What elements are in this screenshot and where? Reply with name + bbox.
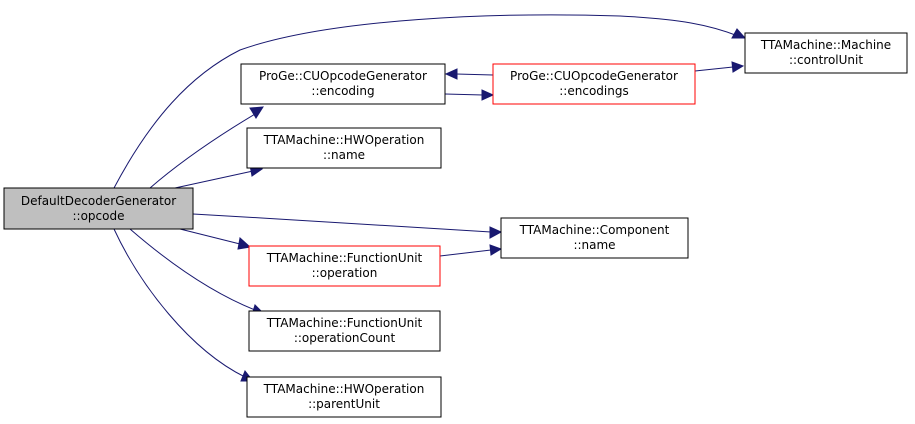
node-label-line1: ProGe::CUOpcodeGenerator [510, 69, 678, 83]
node-label-line1: TTAMachine::HWOperation [263, 382, 425, 396]
node-cu-opcode-generator-encoding[interactable]: ProGe::CUOpcodeGenerator ::encoding [240, 63, 446, 105]
edge-opcode-to-controlunit [113, 14, 739, 189]
node-box [492, 63, 696, 105]
node-label-line2: ::operationCount [294, 331, 396, 345]
node-box [248, 310, 441, 352]
arrowhead [731, 28, 747, 39]
node-box [500, 217, 689, 259]
node-box [246, 127, 442, 169]
node-cu-opcode-generator-encodings[interactable]: ProGe::CUOpcodeGenerator ::encodings [492, 63, 696, 105]
arrowhead [444, 68, 458, 80]
node-label-line2: ::operation [312, 266, 378, 280]
nodes: DefaultDecoderGenerator ::opcode ProGe::… [3, 32, 908, 418]
node-hw-operation-parent-unit[interactable]: TTAMachine::HWOperation ::parentUnit [246, 376, 442, 418]
node-label-line2: ::controlUnit [789, 53, 863, 67]
edge-operation-to-component-name [439, 249, 492, 257]
edge-opcode-to-functionunit-operation [179, 228, 241, 245]
node-label-line2: ::name [323, 148, 365, 162]
edge-encodings-to-encoding [455, 73, 494, 76]
node-function-unit-operation[interactable]: TTAMachine::FunctionUnit ::operation [248, 245, 441, 287]
node-label-line2: ::encoding [311, 84, 374, 98]
arrowhead [731, 61, 745, 73]
edge-encodings-to-controlunit [694, 66, 734, 72]
node-label-line1: TTAMachine::FunctionUnit [266, 316, 423, 330]
edge-opcode-to-encoding [149, 113, 256, 189]
node-label-line1: ProGe::CUOpcodeGenerator [259, 69, 427, 83]
node-label-line2: ::opcode [73, 209, 125, 223]
edge-opcode-to-component-name [192, 213, 492, 233]
node-box [246, 376, 442, 418]
arrowhead [237, 237, 252, 250]
arrowhead [249, 106, 264, 119]
arrowhead [481, 89, 495, 101]
node-label-line2: ::encodings [559, 84, 628, 98]
node-machine-control-unit[interactable]: TTAMachine::Machine ::controlUnit [744, 32, 908, 74]
node-label-line1: TTAMachine::Component [519, 223, 670, 237]
node-box [248, 245, 441, 287]
node-function-unit-operation-count[interactable]: TTAMachine::FunctionUnit ::operationCoun… [248, 310, 441, 352]
edge-opcode-to-parentunit [113, 228, 246, 378]
edge-opcode-to-operationcount [129, 228, 256, 311]
node-box [240, 63, 446, 105]
node-label-line1: TTAMachine::HWOperation [263, 133, 425, 147]
arrowhead [489, 226, 503, 239]
node-box [744, 32, 908, 74]
node-component-name[interactable]: TTAMachine::Component ::name [500, 217, 689, 259]
node-default-decoder-generator-opcode[interactable]: DefaultDecoderGenerator ::opcode [3, 187, 194, 230]
edge-opcode-to-hwoperation-name [174, 170, 254, 189]
node-label-line1: DefaultDecoderGenerator [21, 194, 176, 208]
node-label-line2: ::parentUnit [308, 397, 380, 411]
edge-encoding-to-encodings [444, 93, 484, 96]
node-label-line1: TTAMachine::Machine [760, 38, 891, 52]
node-hw-operation-name[interactable]: TTAMachine::HWOperation ::name [246, 127, 442, 169]
arrowhead [489, 244, 503, 256]
node-label-line1: TTAMachine::FunctionUnit [266, 251, 423, 265]
node-box [3, 187, 194, 230]
node-label-line2: ::name [573, 238, 615, 252]
